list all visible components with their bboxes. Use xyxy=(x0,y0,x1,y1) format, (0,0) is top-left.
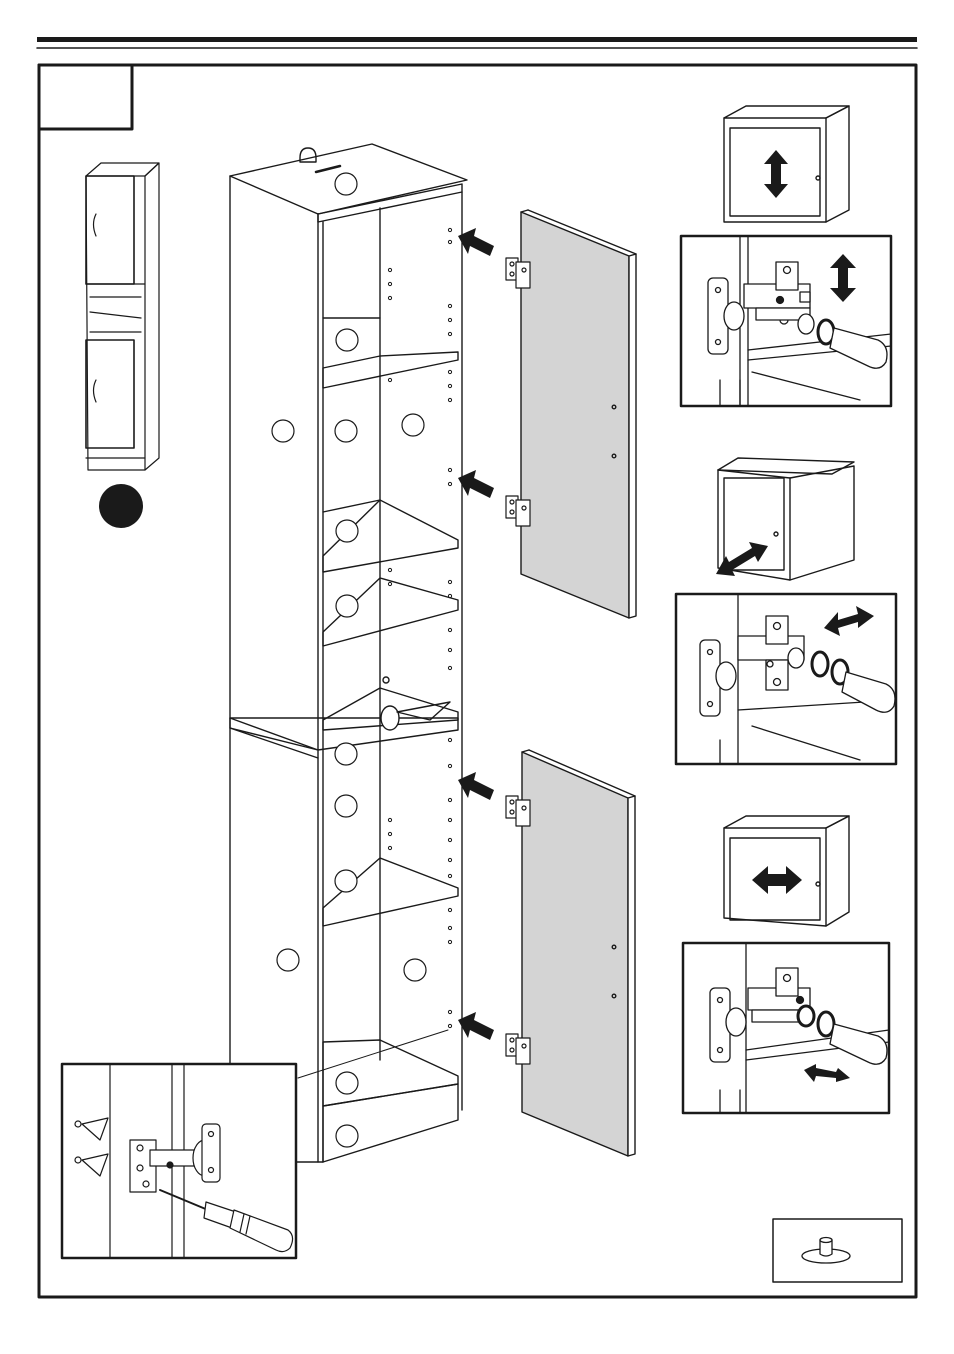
door-hinges xyxy=(505,257,531,1065)
part-marker xyxy=(334,172,358,196)
height-adjustment-box xyxy=(723,105,850,223)
part-marker xyxy=(334,794,358,818)
part-marker xyxy=(334,419,358,443)
hinge-icon xyxy=(505,795,531,827)
support-peg-icon xyxy=(801,1236,851,1264)
hinge-icon xyxy=(505,495,531,527)
hinge-icon xyxy=(505,1033,531,1065)
screwdriver-icon xyxy=(787,647,896,713)
detail-leader-line xyxy=(297,1029,449,1079)
page-frame xyxy=(37,63,918,1299)
step-number-box xyxy=(37,63,134,131)
arrow-icon xyxy=(458,228,494,256)
double-arrow-icon xyxy=(824,606,874,636)
part-marker xyxy=(335,1071,359,1095)
part-marker xyxy=(335,594,359,618)
double-arrow-icon xyxy=(764,150,788,198)
hinge-fixing-inset xyxy=(60,1062,298,1260)
part-marker xyxy=(334,869,358,893)
side-adjustment-box xyxy=(723,815,850,927)
hinge-icon xyxy=(129,1123,221,1193)
mounting-arrows xyxy=(458,228,494,1040)
main-cabinet xyxy=(229,143,468,1163)
screwdriver-icon xyxy=(797,313,888,369)
part-marker xyxy=(335,519,359,543)
shelf-peg-holes xyxy=(387,227,453,1029)
part-marker xyxy=(401,413,425,437)
step-marker xyxy=(99,484,143,528)
part-marker xyxy=(335,328,359,352)
arrow-icon xyxy=(458,1012,494,1040)
depth-adjustment-inset xyxy=(674,592,898,766)
arrow-icon xyxy=(458,470,494,498)
double-arrow-icon xyxy=(830,254,856,302)
cabinet-thumbnail xyxy=(85,162,160,471)
double-arrow-icon xyxy=(716,542,768,576)
header-rule xyxy=(36,37,918,49)
hardware-box xyxy=(772,1218,903,1283)
double-arrow-icon xyxy=(804,1064,850,1082)
depth-adjustment-box xyxy=(716,457,855,581)
part-marker xyxy=(271,419,295,443)
screwdriver-icon xyxy=(159,1189,294,1253)
shelf-support-detail xyxy=(380,676,451,731)
double-arrow-icon xyxy=(752,866,802,894)
part-marker xyxy=(276,948,300,972)
part-marker xyxy=(334,742,358,766)
part-marker xyxy=(403,958,427,982)
side-adjustment-inset xyxy=(681,941,891,1115)
upper-door xyxy=(520,209,637,619)
lower-door xyxy=(521,749,636,1157)
hinge-icon xyxy=(505,257,531,289)
arrow-icon xyxy=(458,772,494,800)
height-adjustment-inset xyxy=(679,234,893,408)
part-marker xyxy=(335,1124,359,1148)
screwdriver-icon xyxy=(796,1004,888,1065)
